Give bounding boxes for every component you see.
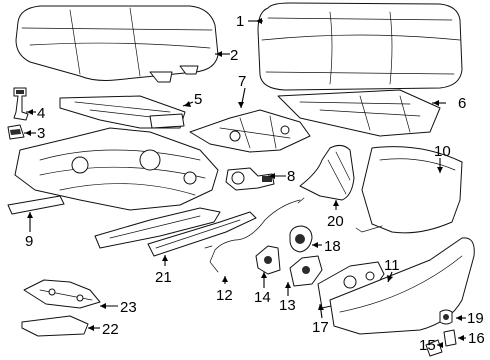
part-9-seat-frame <box>7 127 221 249</box>
callout-15: 15 <box>419 337 436 354</box>
part-3-block <box>7 124 25 140</box>
callout-22: 22 <box>102 321 119 338</box>
part-6-suspension-panel <box>277 89 441 137</box>
callout-1: 1 <box>236 13 244 30</box>
part-12-cable <box>204 197 305 273</box>
part-13-switch-housing <box>289 255 323 287</box>
callout-20: 20 <box>327 213 344 230</box>
callout-8: 8 <box>287 168 295 185</box>
callout-9: 9 <box>25 233 33 250</box>
callout-19: 19 <box>467 310 484 327</box>
part-16-clip <box>443 329 457 347</box>
callout-18: 18 <box>324 238 341 255</box>
part-20-side-shield <box>299 144 355 201</box>
callout-13: 13 <box>279 297 296 314</box>
callout-4: 4 <box>37 105 45 122</box>
part-2-seat-cushion-pad <box>15 5 219 83</box>
callout-5: 5 <box>194 91 202 108</box>
callout-21: 21 <box>155 269 172 286</box>
callout-12: 12 <box>216 287 233 304</box>
callout-16: 16 <box>468 330 485 347</box>
callout-10: 10 <box>434 143 451 160</box>
part-15-cap <box>425 339 443 357</box>
callout-6: 6 <box>458 95 466 112</box>
callout-2: 2 <box>230 47 238 64</box>
part-23-harness-bracket <box>23 279 101 309</box>
part-19-small-knob <box>439 309 453 325</box>
callout-7: 7 <box>238 73 246 90</box>
leader-arrowheads <box>25 18 464 348</box>
callout-17: 17 <box>312 319 329 336</box>
callout-11: 11 <box>384 257 400 274</box>
callout-3: 3 <box>37 125 45 142</box>
part-8-motor <box>225 167 275 191</box>
part-18-knob <box>289 225 313 253</box>
part-7-mechanism <box>189 109 311 153</box>
part-11-side-trim <box>329 237 475 335</box>
callout-labels: 1 2 3 4 5 6 7 8 9 10 11 12 13 14 15 16 1… <box>25 13 485 354</box>
part-22-trim-strip <box>21 315 89 337</box>
part-21-side-rail <box>147 211 257 257</box>
part-14-switch <box>255 245 281 275</box>
part-10-back-panel <box>355 146 463 234</box>
part-5-seat-pan <box>59 95 186 129</box>
part-1-seat-cushion-cover <box>257 2 463 91</box>
part-4-bracket <box>13 87 29 121</box>
callout-23: 23 <box>120 299 137 316</box>
callout-14: 14 <box>254 289 271 306</box>
